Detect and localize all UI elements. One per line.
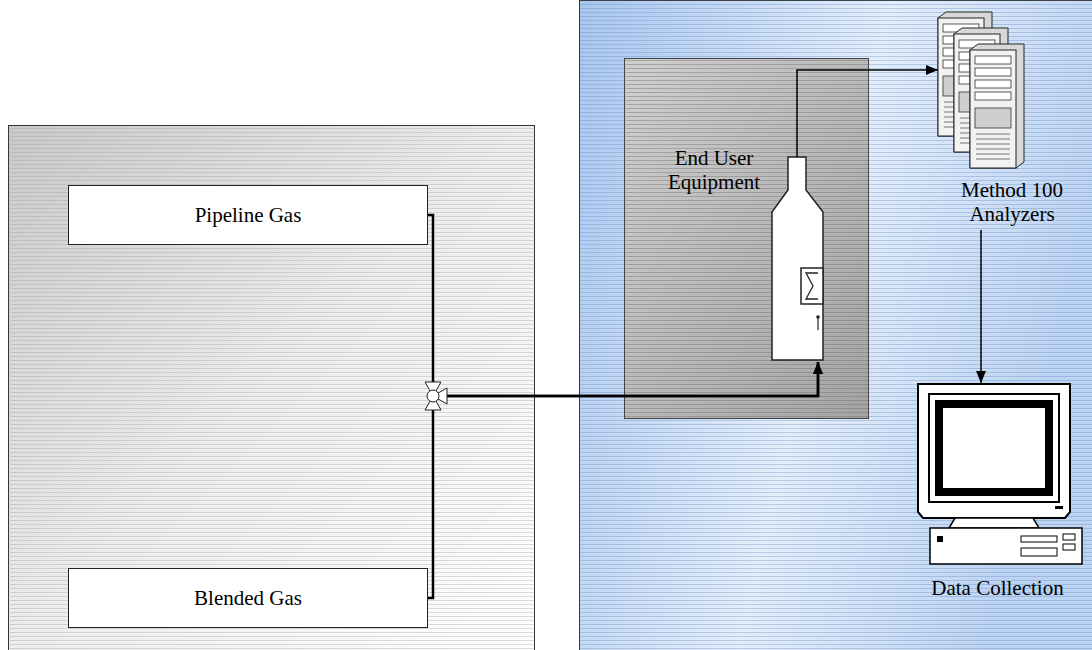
node-label: Blended Gas: [194, 586, 302, 610]
node-label: Pipeline Gas: [195, 203, 302, 227]
computer-icon: [905, 378, 1090, 568]
analyzer-group: Method 100 Analyzers: [934, 8, 1090, 230]
flow-connector: [797, 70, 938, 157]
node-label: Data Collection: [915, 576, 1080, 600]
process-box: Blended Gas: [68, 568, 428, 628]
flow-connector: [428, 362, 818, 598]
flow-connector: [428, 215, 818, 396]
equipment-panel: End User Equipment: [624, 58, 868, 418]
process-box: Pipeline Gas: [68, 185, 428, 245]
node-label: End User Equipment: [652, 146, 776, 194]
node-label: Method 100 Analyzers: [938, 178, 1086, 226]
computer-station: Data Collection: [905, 378, 1090, 640]
flow-connector: [980, 230, 982, 383]
server-icon: [934, 8, 1090, 173]
